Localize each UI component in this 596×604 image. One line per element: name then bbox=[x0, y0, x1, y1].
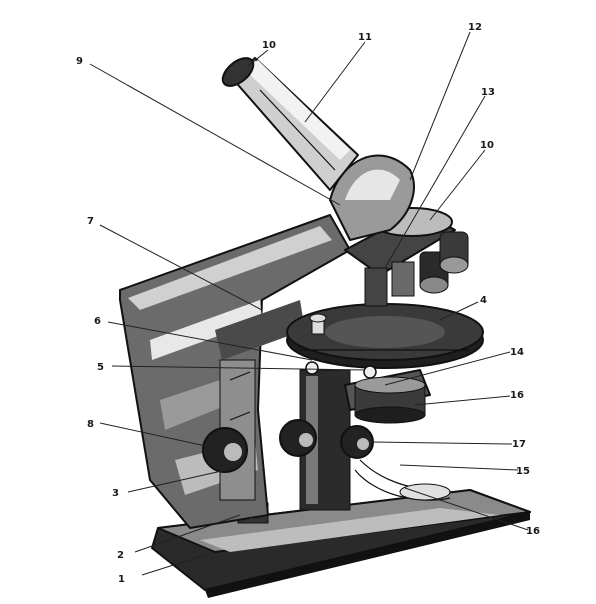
callout-6: 6 bbox=[94, 316, 101, 327]
callout-10-eyepiece: 10 bbox=[262, 40, 276, 51]
callout-labels: 1 2 3 4 5 6 7 8 9 10 10 11 12 13 14 15 1… bbox=[76, 22, 540, 585]
callout-7: 7 bbox=[87, 216, 94, 227]
microscope-arm bbox=[119, 214, 351, 529]
callout-13: 13 bbox=[481, 87, 495, 98]
microscope-head bbox=[221, 57, 415, 241]
microscope-base bbox=[151, 489, 531, 598]
stage bbox=[286, 303, 484, 369]
callout-15: 15 bbox=[516, 466, 530, 477]
callout-5: 5 bbox=[97, 362, 104, 373]
callout-9: 9 bbox=[76, 56, 83, 67]
callout-14: 14 bbox=[510, 347, 524, 358]
callout-16-lower: 16 bbox=[526, 526, 540, 537]
condenser bbox=[354, 376, 426, 424]
callout-4: 4 bbox=[480, 295, 487, 306]
knobs bbox=[202, 361, 377, 473]
callout-17: 17 bbox=[512, 439, 526, 450]
leader-lines bbox=[89, 31, 529, 576]
callout-2: 2 bbox=[117, 550, 124, 561]
callout-3: 3 bbox=[112, 488, 119, 499]
callout-8: 8 bbox=[87, 419, 94, 430]
callout-12: 12 bbox=[468, 22, 482, 33]
callout-1: 1 bbox=[118, 574, 125, 585]
callout-11: 11 bbox=[358, 32, 372, 43]
callout-16-upper: 16 bbox=[510, 390, 524, 401]
callout-10-objective: 10 bbox=[480, 140, 494, 151]
